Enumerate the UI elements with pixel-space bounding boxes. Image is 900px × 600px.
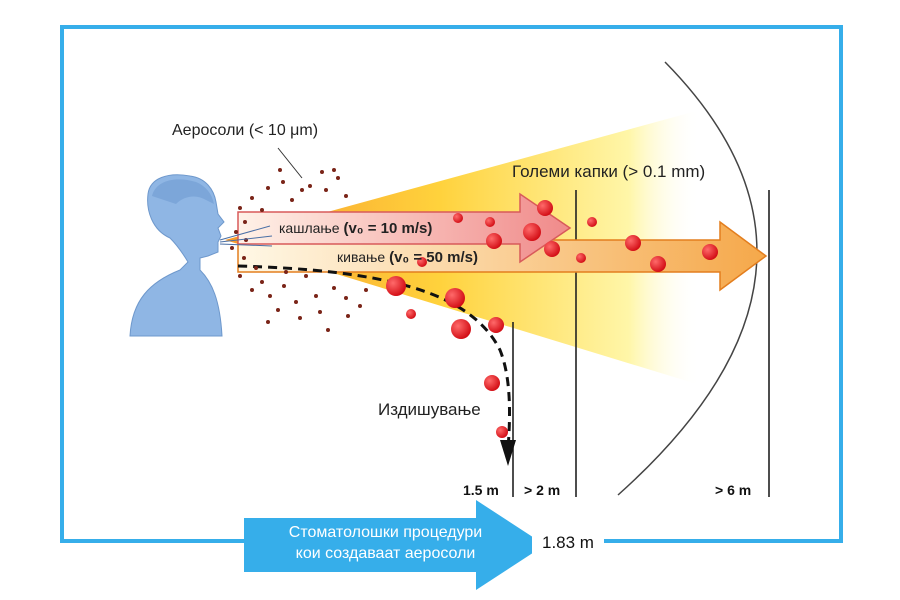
coughing-arrow [237,192,572,264]
coughing-text: кашлање [279,220,340,236]
distance-1-5m: 1.5 m [463,482,499,498]
coughing-velocity: (v₀ = 10 m/s) [343,220,433,237]
procedure-arrow [244,500,545,590]
sneezing-text: кивање [337,249,386,265]
procedure-line-1: Стоматолошки процедури [288,524,483,541]
aerosol-pointer [277,147,303,179]
large-droplets [386,200,718,438]
breath-lines [219,225,273,247]
procedure-distance: 1.83 m [532,531,604,555]
aerosol-particles [230,168,368,332]
distance-2m: > 2 m [524,482,561,498]
large-drops-label: Големи капки (> 0.1 mm) [512,162,706,181]
person-head-icon [129,174,225,337]
distance-arc [617,61,758,496]
sneezing-velocity: (v₀ = 50 m/s) [389,249,478,266]
exhaling-path [237,264,512,451]
exhaling-arrowhead [500,440,516,466]
procedure-line-2: кои создаваат аеросоли [295,545,476,562]
distance-6m: > 6 m [715,482,752,498]
sneezing-label: кивање (v₀ = 50 m/s) [337,249,478,266]
exhaling-label: Издишување [378,400,481,419]
coughing-label: кашлање (v₀ = 10 m/s) [279,220,432,237]
aerosols-label: Аеросоли (< 10 μm) [172,122,319,139]
procedure-label: Стоматолошки процедури кои создаваат аер… [243,522,528,564]
